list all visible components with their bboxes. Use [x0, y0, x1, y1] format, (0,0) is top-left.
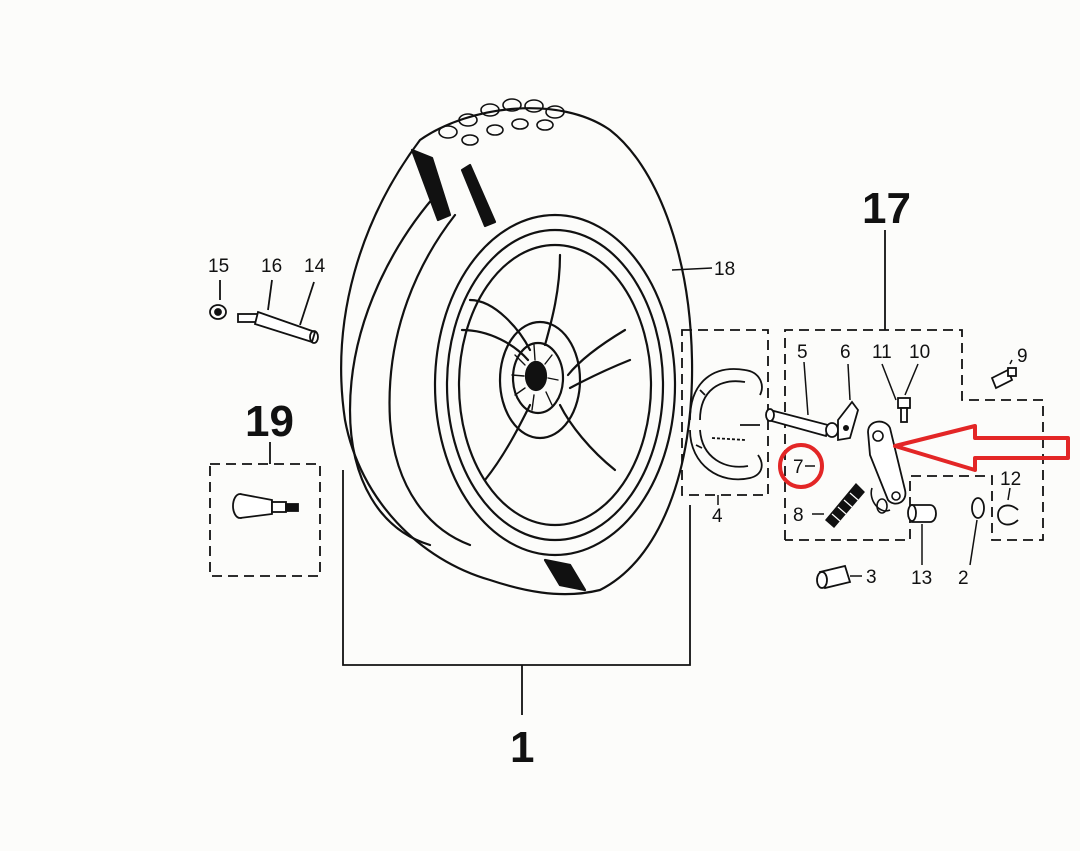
tire-outline	[340, 107, 694, 596]
label-19: 19	[245, 397, 294, 446]
leader-5	[803, 361, 809, 416]
circlip-12	[997, 504, 1019, 526]
label-8: 8	[793, 505, 804, 526]
bush-3	[816, 564, 852, 590]
tread-pattern	[438, 98, 565, 146]
spoke-1	[468, 298, 532, 352]
label-1: 1	[510, 723, 534, 772]
bolt-11	[897, 397, 911, 423]
wear-indicator-6	[837, 400, 859, 442]
bracket-part-1	[342, 470, 691, 715]
leader-6	[847, 363, 851, 401]
label-4: 4	[712, 506, 723, 527]
highlight-arrow	[893, 424, 1070, 472]
label-9: 9	[1017, 346, 1028, 367]
label-15: 15	[208, 256, 229, 277]
tire-back-edge	[348, 188, 442, 547]
washer-15	[209, 304, 227, 320]
leader-2	[969, 519, 978, 566]
wheel-assembly	[340, 98, 694, 596]
label-11: 11	[872, 342, 892, 363]
tire-sidewall	[388, 213, 472, 547]
hub-inner	[511, 341, 565, 415]
washer-2	[971, 497, 985, 519]
leader-10	[904, 363, 919, 396]
spoke-2	[543, 253, 562, 347]
highlight-circle	[778, 443, 824, 489]
label-17: 17	[862, 184, 911, 233]
label-10: 10	[909, 342, 930, 363]
leader-11	[881, 363, 897, 401]
rim-flange	[457, 243, 653, 527]
leader-12	[1007, 487, 1011, 501]
label-18: 18	[714, 259, 735, 280]
rim-outer	[433, 213, 677, 557]
label-12: 12	[1000, 469, 1021, 490]
brake-shoes-4	[689, 368, 763, 481]
label-2: 2	[958, 568, 969, 589]
spoke-4	[558, 403, 617, 472]
tire-bottom-cutaway	[543, 558, 587, 592]
rim-inner	[445, 228, 665, 542]
box-17	[784, 329, 1044, 541]
spring-8	[825, 482, 865, 528]
label-14: 14	[304, 256, 326, 277]
grease-nipple-9	[990, 367, 1017, 390]
label-3: 3	[866, 567, 877, 588]
valve-19	[232, 493, 299, 519]
axle-group	[209, 279, 319, 344]
label-13: 13	[911, 568, 932, 589]
spoke-3b	[568, 358, 632, 390]
label-6: 6	[840, 342, 851, 363]
hub-bore	[524, 360, 548, 392]
hub-splines	[511, 344, 559, 411]
tire-cutaway	[410, 148, 452, 222]
box-19	[209, 463, 321, 577]
label-5: 5	[797, 342, 808, 363]
label-7: 7	[793, 457, 804, 478]
hub-outer	[498, 320, 582, 440]
camshaft-5	[765, 408, 839, 438]
leader-9	[1009, 359, 1013, 365]
label-16: 16	[261, 256, 282, 277]
tire-cutaway-edge	[460, 163, 497, 228]
spoke-3	[566, 328, 627, 377]
spoke-5	[483, 403, 532, 482]
brake-arm	[867, 420, 907, 505]
leader-18	[671, 267, 713, 271]
cap-13	[907, 504, 937, 523]
spoke-1b	[460, 328, 530, 362]
